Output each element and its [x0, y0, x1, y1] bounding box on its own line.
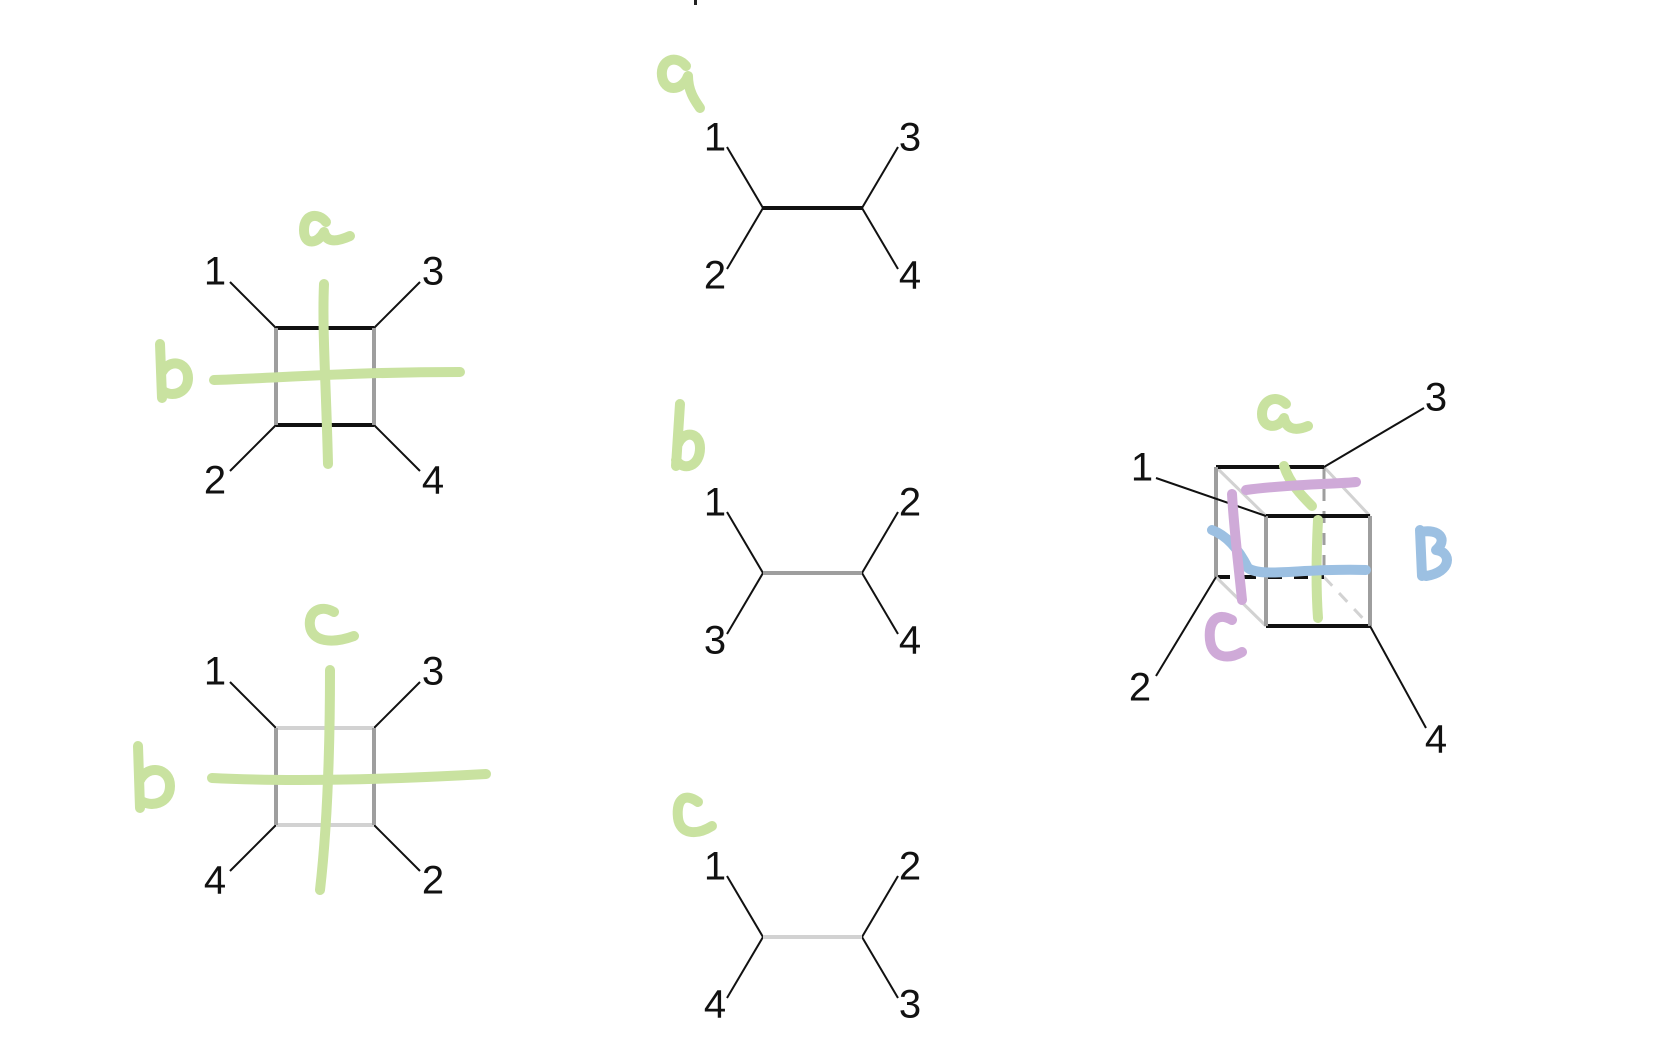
box-top-mark-b [155, 339, 193, 403]
tree-c-label-3: 3 [899, 983, 921, 1027]
tree-c-leg-4 [726, 936, 764, 999]
tree-c-leg-3 [861, 936, 899, 999]
tree-a-mark [656, 54, 705, 113]
box-bottom-mark-c [304, 603, 359, 646]
cube-mark-a-text: a [1278, 413, 1280, 415]
tree-c-mark [672, 792, 717, 838]
tree-b-label-4: 4 [899, 619, 921, 663]
tree-b-leg-3 [726, 572, 764, 635]
box-bottom-cut-horizontal [207, 769, 491, 786]
tree-b-mark [671, 399, 705, 472]
tree-a-label-3: 3 [899, 116, 921, 160]
box-bottom-label-1: 1 [204, 650, 226, 694]
cube-diagram: 1 3 2 4 [1129, 376, 1452, 762]
tree-b: 1 2 3 4 [671, 399, 921, 663]
box-bottom-label-3: 3 [422, 650, 444, 694]
cube-label-2: 2 [1129, 666, 1151, 710]
hand-mark-text-layer: a b c b a b c a b c [154, 79, 1436, 819]
tree-a-label-2: 2 [704, 254, 726, 298]
box-top-label-3: 3 [422, 250, 444, 294]
tree-a-leg-1 [726, 146, 764, 209]
box-top-label-2: 2 [204, 459, 226, 503]
cube-leg-2 [1155, 576, 1217, 677]
clipped-glyph [694, 0, 697, 5]
box-bottom-mark-b [133, 741, 175, 813]
cube-label-1: 1 [1131, 446, 1153, 490]
tree-a: 1 3 2 4 [656, 54, 921, 298]
box-top-cut-vertical [318, 279, 333, 469]
box-bottom-mark-b-text: b [154, 783, 156, 785]
tree-a-leg-3 [861, 146, 899, 209]
cube-back-edge-bottom-diag [1322, 575, 1372, 628]
box-top-leg-1 [229, 281, 277, 329]
box-bottom-leg-2 [373, 824, 421, 872]
tree-c: 1 2 4 3 [672, 792, 921, 1027]
tree-b-leg-4 [861, 572, 899, 635]
tree-b-label-2: 2 [899, 481, 921, 525]
box-bottom-mark-c-text: c [330, 627, 331, 629]
tree-b-label-1: 1 [704, 481, 726, 525]
box-bottom-leg-3 [373, 681, 421, 729]
box-top-mark-b-text: b [174, 375, 176, 377]
cube-label-4: 4 [1425, 718, 1447, 762]
tree-a-leg-2 [726, 207, 764, 270]
box-top-leg-3 [373, 281, 421, 329]
tree-c-mark-text: c [694, 817, 695, 819]
tree-b-mark-text: b [688, 447, 690, 449]
tree-b-leg-1 [726, 511, 764, 574]
tree-c-label-4: 4 [704, 983, 726, 1027]
tree-a-mark-text: a [676, 79, 678, 81]
tree-b-leg-2 [861, 511, 899, 574]
box-diagram-bottom: 1 3 4 2 [133, 603, 491, 903]
tree-c-label-1: 1 [704, 845, 726, 889]
box-bottom-leg-4 [229, 824, 277, 872]
cube-mark-c [1204, 611, 1247, 662]
box-top-label-1: 1 [204, 250, 226, 294]
tree-c-leg-2 [861, 875, 899, 938]
tree-c-leg-1 [726, 875, 764, 938]
tree-a-label-1: 1 [704, 116, 726, 160]
cube-leg-4 [1369, 625, 1427, 729]
tree-a-label-4: 4 [899, 254, 921, 298]
cube-cut-purple [1227, 477, 1361, 605]
box-bottom-leg-1 [229, 681, 277, 729]
tree-b-label-3: 3 [704, 619, 726, 663]
cube-cut-blue [1207, 525, 1371, 578]
box-diagram-top: 1 3 2 4 [155, 210, 465, 503]
box-top-label-4: 4 [422, 459, 444, 503]
cube-leg-3 [1323, 407, 1425, 468]
box-bottom-label-2: 2 [422, 859, 444, 903]
tree-a-leg-4 [861, 207, 899, 270]
cube-leg-1 [1155, 477, 1267, 517]
box-top-leg-4 [373, 424, 421, 472]
box-bottom-label-4: 4 [204, 859, 226, 903]
cube-label-3: 3 [1425, 376, 1447, 420]
tree-c-label-2: 2 [899, 845, 921, 889]
cube-mark-c-text: c [1224, 639, 1225, 641]
cube-back-edge-right [1322, 465, 1372, 518]
cube-mark-b [1415, 525, 1452, 581]
box-top-cut-horizontal [209, 367, 465, 385]
cube-mark-a [1257, 394, 1313, 434]
cube-edge-top-left-diag [1214, 465, 1268, 518]
box-top-leg-2 [229, 424, 277, 472]
box-top-mark-a [299, 210, 355, 247]
